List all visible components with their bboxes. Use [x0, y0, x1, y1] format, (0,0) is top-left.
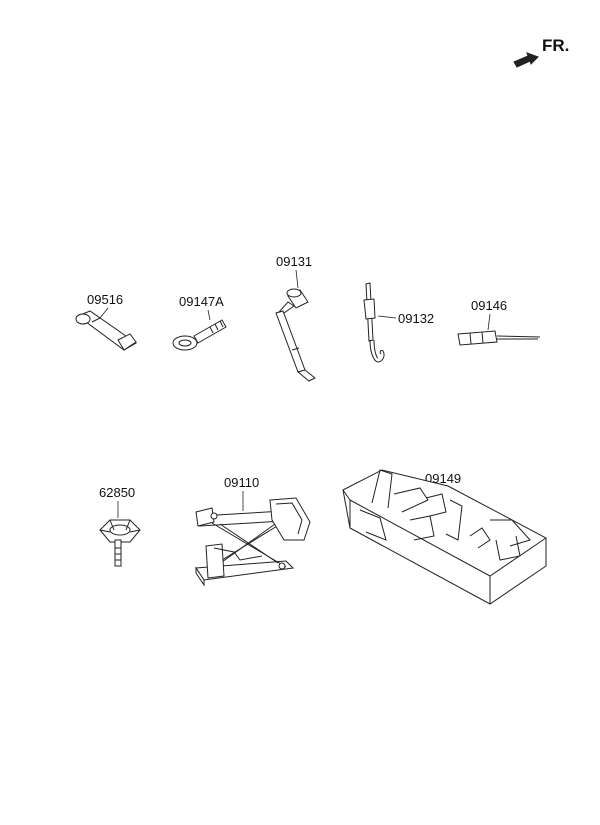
- part-09147A[interactable]: 09147A: [172, 294, 227, 351]
- part-label-09131: 09131: [276, 254, 312, 269]
- part-label-09110: 09110: [224, 475, 259, 490]
- socket-adapter-drawing: [75, 310, 137, 351]
- tire-clamp-drawing: [99, 519, 141, 567]
- part-label-09147A: 09147A: [179, 294, 224, 309]
- part-62850[interactable]: 62850: [99, 485, 141, 567]
- part-09110[interactable]: 09110: [195, 475, 311, 587]
- scissor-jack-drawing: [195, 497, 311, 587]
- part-09132[interactable]: 09132: [363, 282, 434, 363]
- part-09146[interactable]: 09146: [457, 298, 541, 346]
- part-label-09516: 09516: [87, 292, 123, 307]
- part-09131[interactable]: 09131: [275, 254, 316, 382]
- tool-tray-drawing: [342, 469, 547, 605]
- part-09149[interactable]: 09149: [342, 469, 547, 605]
- part-label-62850: 62850: [99, 485, 135, 500]
- jack-handle-drawing: [363, 282, 385, 363]
- front-label: FR.: [542, 36, 569, 55]
- front-arrow-icon: [513, 52, 539, 68]
- wheel-wrench-drawing: [275, 288, 316, 382]
- part-label-09132: 09132: [398, 311, 434, 326]
- towing-hook-drawing: [172, 319, 227, 351]
- part-09516[interactable]: 09516: [75, 292, 137, 351]
- screwdriver-drawing: [457, 330, 541, 346]
- part-label-09146: 09146: [471, 298, 507, 313]
- front-direction-indicator: FR.: [513, 36, 569, 68]
